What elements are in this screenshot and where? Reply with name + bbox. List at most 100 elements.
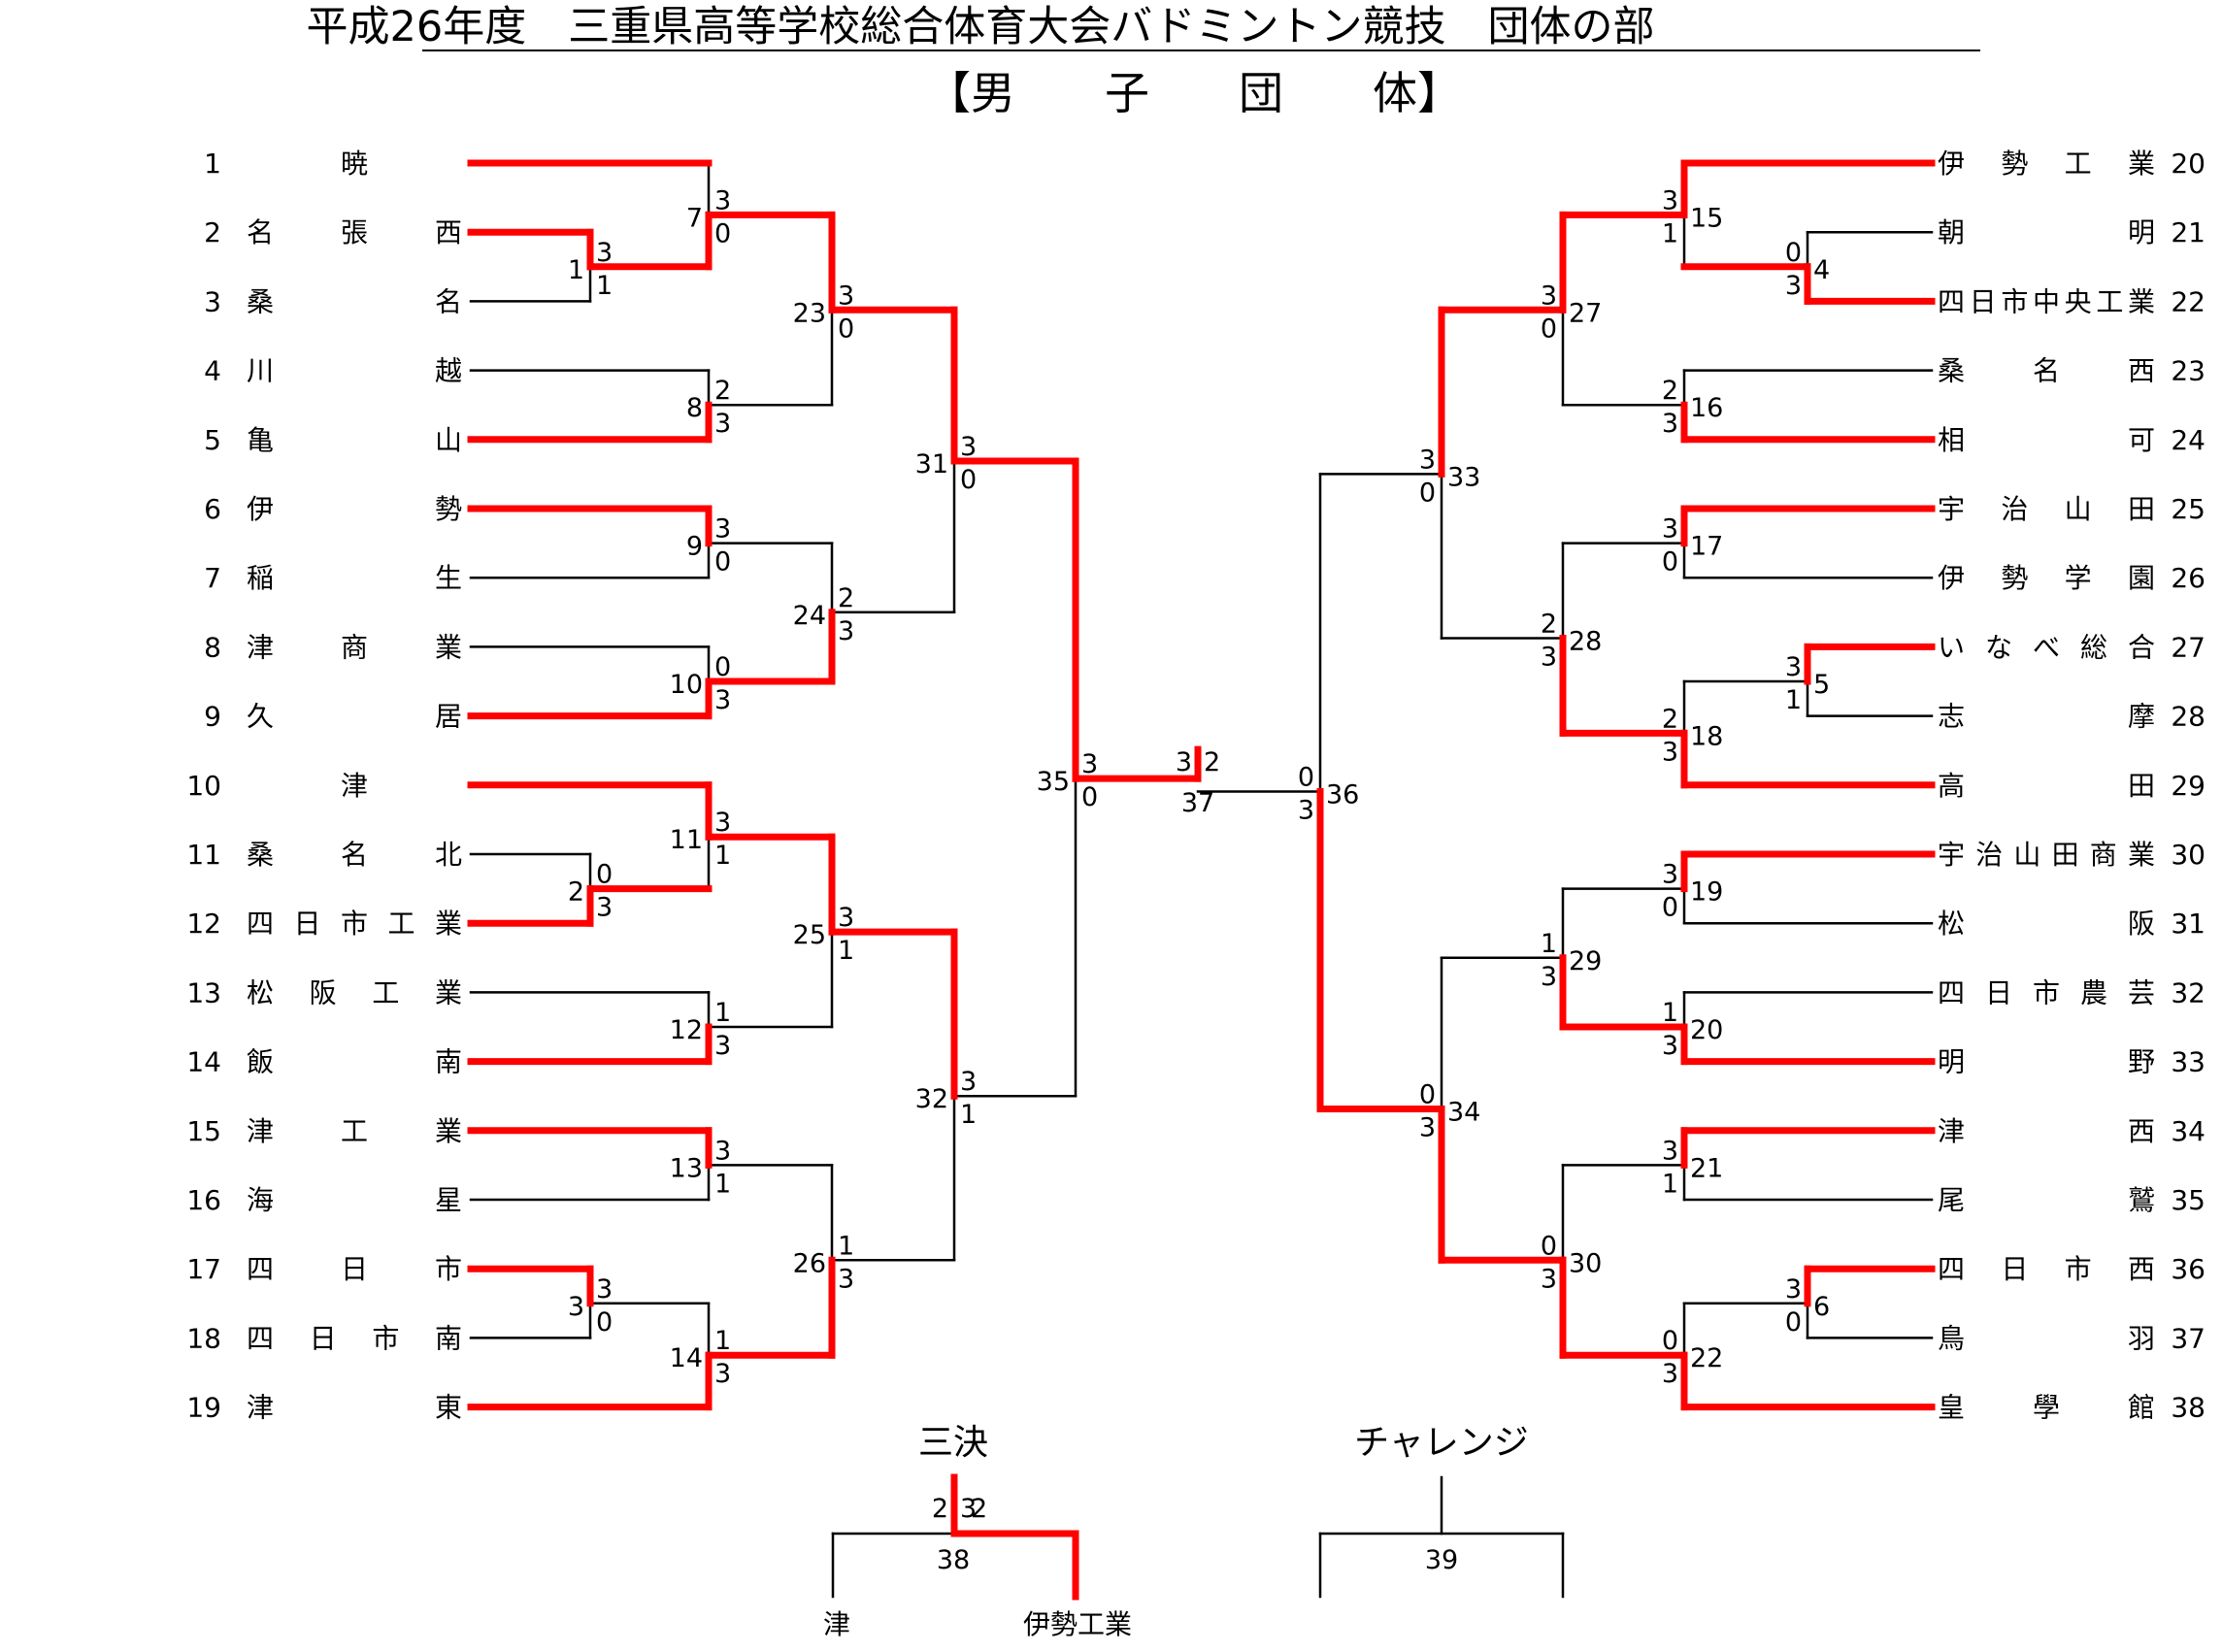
right-team-name-char: 宇 bbox=[1938, 839, 1965, 871]
left-team-name-char: 阪 bbox=[310, 976, 337, 1008]
right-team-name-char: 西 bbox=[2128, 1115, 2155, 1147]
right-team-number: 20 bbox=[2171, 148, 2205, 180]
left-team-name-char: 業 bbox=[435, 1115, 462, 1147]
match-score: 1 bbox=[714, 998, 731, 1028]
left-team-name-char: 名 bbox=[341, 839, 368, 871]
match-number: 30 bbox=[1569, 1248, 1602, 1278]
third-place-score: 3 bbox=[960, 1494, 977, 1524]
right-team-name-char: 治 bbox=[1975, 839, 2003, 871]
match-number: 35 bbox=[1037, 767, 1070, 797]
right-team-number: 24 bbox=[2171, 424, 2205, 456]
match-score: 1 bbox=[1541, 929, 1557, 959]
right-team-name-char: 松 bbox=[1938, 908, 1965, 940]
match-number: 20 bbox=[1690, 1015, 1723, 1045]
right-team-number: 38 bbox=[2171, 1392, 2205, 1424]
match-score: 0 bbox=[1662, 547, 1678, 578]
left-team-number: 17 bbox=[186, 1253, 221, 1285]
match-score: 3 bbox=[838, 1264, 854, 1294]
match-score: 0 bbox=[1662, 893, 1678, 923]
left-team-name-char: 西 bbox=[435, 216, 462, 248]
right-team-name-char: 日 bbox=[2001, 1253, 2028, 1285]
right-team-name-char: 日 bbox=[1970, 285, 1997, 317]
match-number: 32 bbox=[915, 1084, 948, 1114]
left-team-number: 9 bbox=[204, 701, 221, 733]
match-score: 2 bbox=[1662, 376, 1678, 406]
right-team-number: 23 bbox=[2171, 355, 2205, 387]
match-score: 0 bbox=[960, 465, 977, 495]
match-score: 3 bbox=[1785, 652, 1802, 682]
left-team-number: 14 bbox=[186, 1046, 221, 1078]
left-team-name-char: 南 bbox=[435, 1322, 462, 1354]
right-team-name-char: 学 bbox=[2065, 562, 2092, 594]
right-team-number: 21 bbox=[2171, 216, 2205, 248]
match-score: 3 bbox=[596, 238, 613, 268]
match-score: 3 bbox=[1662, 185, 1678, 215]
left-team-name-char: 居 bbox=[435, 701, 462, 733]
right-team-name-char: 山 bbox=[2065, 493, 2092, 525]
left-team-name-char: 松 bbox=[247, 976, 274, 1008]
right-team-name-char: 四 bbox=[1938, 285, 1965, 317]
left-team-name-char: 名 bbox=[435, 285, 462, 317]
left-team-name-char: 北 bbox=[435, 839, 462, 871]
right-team-name-char: 業 bbox=[2128, 148, 2155, 180]
right-team-number: 37 bbox=[2171, 1322, 2205, 1354]
right-team-name-char: 伊 bbox=[1938, 148, 1965, 180]
final-score: 2 bbox=[1204, 747, 1220, 777]
right-team-name-char: 鷲 bbox=[2128, 1184, 2155, 1216]
left-team-name-char: 業 bbox=[435, 908, 462, 940]
match-score: 3 bbox=[1662, 1359, 1678, 1389]
match-number: 9 bbox=[686, 532, 703, 562]
left-team-number: 15 bbox=[186, 1115, 221, 1147]
right-team-name-char: 商 bbox=[2090, 839, 2117, 871]
page-title: 平成26年度 三重県高等学校総合体育大会バドミントン競技 団体の部 bbox=[306, 3, 1654, 51]
left-team-name-char: 暁 bbox=[341, 148, 368, 180]
right-team-number: 29 bbox=[2171, 770, 2205, 802]
match-score: 1 bbox=[714, 1169, 731, 1199]
left-team-name-char: 越 bbox=[435, 355, 462, 387]
left-team-name-char: 工 bbox=[372, 976, 399, 1008]
match-number: 1 bbox=[568, 255, 584, 285]
left-team-name-char: 名 bbox=[247, 216, 274, 248]
left-team-name-char: 市 bbox=[341, 908, 368, 940]
right-team-name-char: 四 bbox=[1938, 976, 1965, 1008]
left-team-name-char: 四 bbox=[247, 908, 274, 940]
page-subtitle: 【男 子 団 体】 bbox=[926, 67, 1462, 119]
match-score: 3 bbox=[1541, 962, 1557, 992]
match-number: 4 bbox=[1813, 255, 1830, 285]
right-team-name-char: 田 bbox=[2128, 770, 2155, 802]
right-team-name-char: 工 bbox=[2065, 148, 2092, 180]
match-number: 36 bbox=[1326, 779, 1359, 809]
right-team-name-char: 可 bbox=[2128, 424, 2155, 456]
match-score: 3 bbox=[1662, 860, 1678, 890]
left-team-name-char: 工 bbox=[387, 908, 415, 940]
left-team-name-char: 津 bbox=[247, 1115, 274, 1147]
left-team-number: 8 bbox=[204, 631, 221, 663]
match-score: 3 bbox=[714, 1136, 731, 1166]
match-score: 1 bbox=[714, 841, 731, 871]
left-team-number: 5 bbox=[204, 424, 221, 456]
match-score: 1 bbox=[838, 1231, 854, 1261]
match-score: 1 bbox=[838, 936, 854, 966]
right-team-number: 30 bbox=[2171, 839, 2205, 871]
match-number: 23 bbox=[793, 298, 826, 328]
third-place-label: 三決 bbox=[918, 1423, 988, 1463]
match-score: 1 bbox=[1662, 218, 1678, 248]
match-score: 0 bbox=[714, 218, 731, 248]
match-number: 10 bbox=[670, 670, 703, 700]
right-team-name-char: 央 bbox=[2065, 285, 2092, 317]
left-team-name-char: 伊 bbox=[247, 493, 274, 525]
third-place-right-team: 伊勢工業 bbox=[1023, 1608, 1132, 1640]
winner-path-lines bbox=[467, 159, 1936, 1601]
left-team-name-char: 山 bbox=[435, 424, 462, 456]
match-score: 0 bbox=[1541, 1231, 1557, 1261]
right-team-number: 25 bbox=[2171, 493, 2205, 525]
right-team-name-char: 高 bbox=[1938, 770, 1965, 802]
final-match-number: 37 bbox=[1181, 788, 1214, 818]
match-score: 3 bbox=[1662, 409, 1678, 439]
left-team-name-char: 稲 bbox=[247, 562, 274, 594]
left-team-number: 1 bbox=[204, 148, 221, 180]
left-team-number: 11 bbox=[186, 839, 221, 871]
match-score: 3 bbox=[714, 685, 731, 715]
left-team-name-char: 星 bbox=[435, 1184, 462, 1216]
left-team-name-char: 商 bbox=[341, 631, 368, 663]
